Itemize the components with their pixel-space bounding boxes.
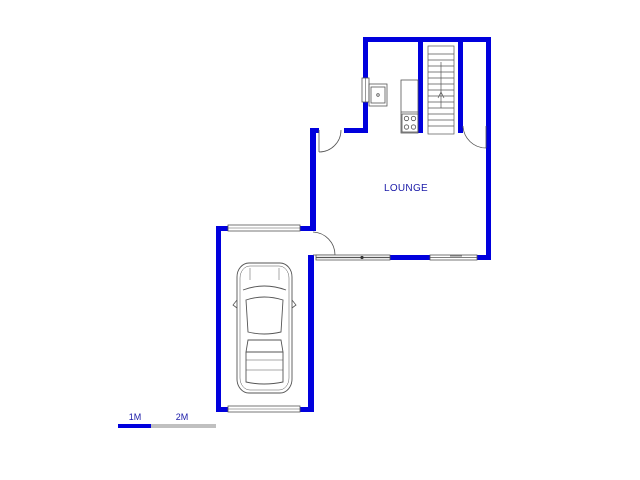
stove	[401, 113, 419, 133]
wall-garage-bottom-left	[216, 407, 228, 412]
wall-kitchen-stub	[344, 128, 368, 133]
wall-garage-top-right	[300, 226, 316, 231]
wall-lounge-left	[310, 128, 316, 230]
wall-top	[363, 37, 490, 42]
scale-bar-segment-1	[118, 424, 151, 428]
wall-right	[486, 37, 491, 260]
door-garage-to-lounge	[312, 231, 336, 256]
window-kitchen	[361, 77, 370, 103]
staircase	[427, 45, 455, 135]
wall-garage-bottom-right	[300, 407, 314, 412]
wall-bottom-mid	[390, 255, 430, 260]
scale-label-2m: 2M	[176, 412, 189, 422]
sliding-door-right	[429, 254, 478, 261]
wall-garage-right	[308, 255, 314, 412]
sliding-door-bottom	[315, 254, 391, 261]
wall-garage-left	[216, 226, 221, 412]
wall-stair-right	[458, 40, 463, 133]
scale-label-1m: 1M	[129, 412, 142, 422]
kitchen-sink	[368, 83, 388, 107]
room-label-lounge: LOUNGE	[384, 183, 428, 194]
door-stair-side	[462, 125, 487, 149]
wall-stair-left	[418, 40, 423, 133]
kitchen-counter	[400, 79, 419, 134]
scale-bar-segment-2	[151, 424, 216, 428]
wall-garage-top-left	[216, 226, 228, 231]
garage-door-bottom	[227, 405, 301, 413]
car-icon	[232, 262, 297, 394]
door-lounge-entry	[318, 129, 342, 153]
walls	[216, 37, 491, 412]
wall-bottom-right	[477, 255, 491, 260]
scale-bar: 1M 2M	[118, 412, 216, 428]
garage-door-top	[227, 224, 301, 232]
